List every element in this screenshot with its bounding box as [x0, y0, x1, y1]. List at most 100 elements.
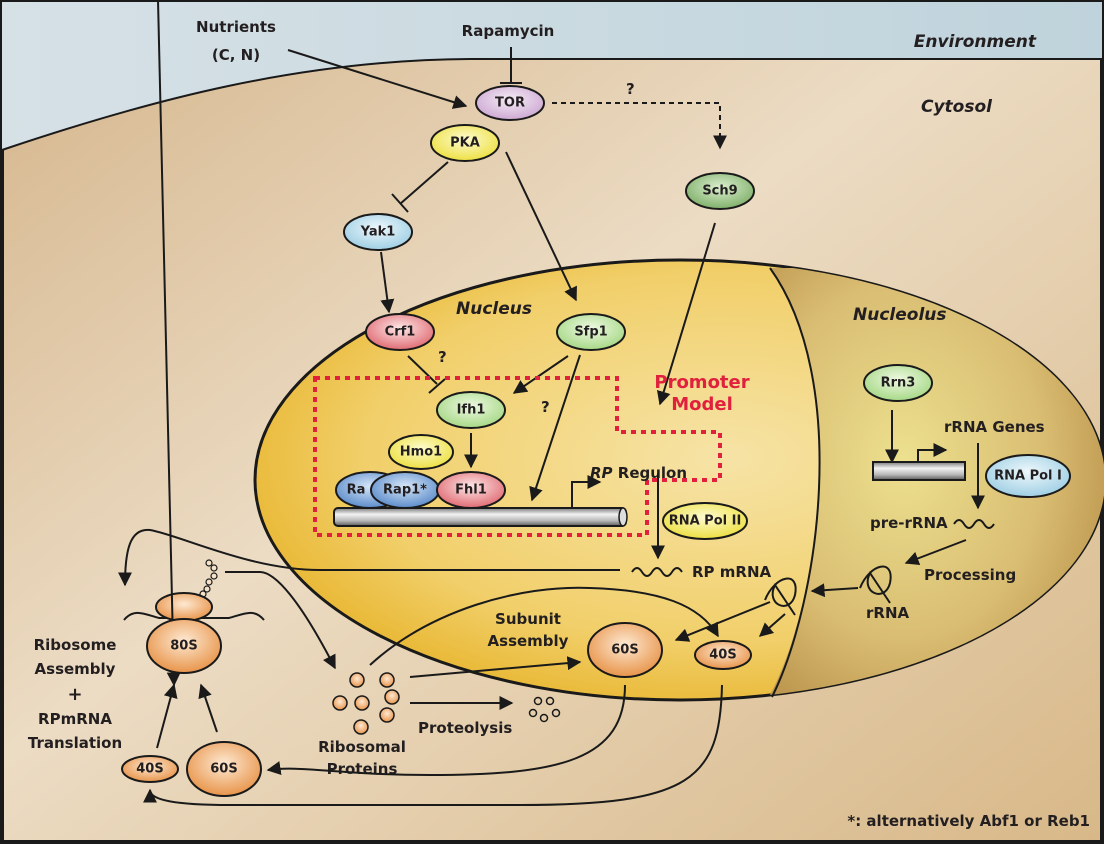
- edge-sch9-rp-regulon: [656, 222, 716, 406]
- edge-60s-export: [266, 684, 626, 777]
- ifh1-shape: [436, 391, 506, 429]
- edge-yak1-crf1: [380, 251, 395, 314]
- edge-40s-80s: [157, 0, 181, 687]
- 40s-cytosol-label: 40S: [136, 762, 163, 777]
- node-80s[interactable]: 80S: [146, 618, 222, 674]
- tor-label: TOR: [495, 96, 525, 111]
- pre-rrna-squiggle: [953, 519, 995, 529]
- tor-shape: [475, 85, 545, 121]
- rp-transcription-start-arrow: [571, 475, 602, 508]
- node-fhl1[interactable]: Fhl1: [436, 471, 506, 509]
- rp-regulon-rest: Regulon: [613, 464, 688, 482]
- proteolysis-label: Proteolysis: [418, 719, 512, 737]
- 40s-nucleus-shape: [694, 640, 752, 670]
- edge-rrna-40s: [758, 613, 786, 637]
- node-sfp1[interactable]: Sfp1: [556, 313, 626, 351]
- nutrients-sublabel: (C, N): [212, 46, 260, 64]
- edge-proteins-60s: [409, 656, 582, 678]
- edge-tor-sch9-dashed: [552, 102, 727, 150]
- fhl1-shape: [436, 471, 506, 509]
- edge-60s-80s: [198, 683, 218, 733]
- rp-regulon-italic: RP: [590, 464, 613, 482]
- edge-sfp1-promoter: [529, 354, 581, 502]
- inhibit-bar-ifh1: [428, 378, 446, 394]
- edge-pka-sfp1: [505, 151, 577, 302]
- rap1-label: Rap1*: [383, 483, 427, 498]
- promoter-model-box: [313, 376, 722, 537]
- ribosomal-proteins-cluster: [332, 672, 400, 735]
- environment-region: [2, 2, 1102, 150]
- rrn3-label: Rrn3: [881, 376, 916, 391]
- sfp1-label: Sfp1: [574, 325, 607, 340]
- ribosome-assembly-label: Ribosome: [34, 636, 117, 654]
- question-sfp1: ?: [541, 398, 550, 416]
- ribosome-small-subunit: [155, 592, 213, 622]
- nucleolus-boundary: [769, 267, 821, 698]
- nucleolus-label: Nucleolus: [853, 305, 947, 325]
- node-crf1[interactable]: Crf1: [365, 313, 435, 351]
- rrn3-shape: [863, 364, 933, 402]
- ifh1-label: Ifh1: [457, 403, 486, 418]
- fhl1-label: Fhl1: [455, 483, 487, 498]
- node-60s-cytosol[interactable]: 60S: [186, 741, 262, 797]
- rp-gene-dna-end: [618, 507, 628, 527]
- edge-mrna-ribosome: [118, 528, 620, 587]
- ribosome-assembly-plus: +: [67, 684, 82, 705]
- 60s-nucleus-label: 60S: [611, 643, 638, 658]
- node-rna-pol-i[interactable]: RNA Pol I: [985, 454, 1071, 498]
- rna-pol-ii-shape: [662, 502, 748, 540]
- node-40s-nucleus[interactable]: 40S: [694, 640, 752, 670]
- sch9-label: Sch9: [702, 184, 737, 199]
- edge-pka-yak1: [399, 161, 449, 205]
- node-hmo1[interactable]: Hmo1: [388, 434, 454, 470]
- sch9-shape: [685, 172, 755, 210]
- footnote: *: alternatively Abf1 or Reb1: [847, 812, 1090, 830]
- processing-label: Processing: [924, 566, 1016, 584]
- crf1-label: Crf1: [385, 325, 416, 340]
- ribosome-assembly-sublabel: Assembly: [35, 660, 116, 678]
- nucleus-label: Nucleus: [456, 299, 532, 319]
- pka-label: PKA: [450, 136, 480, 151]
- rrna-label: rRNA: [866, 604, 910, 622]
- node-ifh1[interactable]: Ifh1: [436, 391, 506, 429]
- rna-pol-i-label: RNA Pol I: [994, 469, 1062, 484]
- node-rna-pol-ii[interactable]: RNA Pol II: [662, 502, 748, 540]
- rp-mrna-squiggle: [631, 567, 683, 577]
- pka-shape: [430, 124, 500, 162]
- sfp1-shape: [556, 313, 626, 351]
- ribosomal-proteins-label: Ribosomal: [318, 738, 406, 756]
- edge-prerrna-processing: [904, 539, 967, 566]
- degraded-peptides-icon: [528, 696, 561, 723]
- edge-sfp1-ifh1: [512, 355, 569, 394]
- rap1-back-label: Ra: [347, 483, 366, 498]
- edge-nutrients-tor: [287, 49, 468, 109]
- ribosome-assembly-rpmrna: RPmRNA: [38, 710, 112, 728]
- rp-mrna-label: RP mRNA: [692, 563, 772, 581]
- edge-proteins-40s: [369, 586, 719, 666]
- rapamycin-label: Rapamycin: [462, 22, 555, 40]
- node-sch9[interactable]: Sch9: [685, 172, 755, 210]
- node-pka[interactable]: PKA: [430, 124, 500, 162]
- subunit-assembly-label: Subunit: [495, 610, 561, 628]
- nascent-peptide-chain: [199, 559, 218, 598]
- rrna-fold-icon: [859, 565, 892, 604]
- node-tor[interactable]: TOR: [475, 85, 545, 121]
- rrna-gene-dna: [872, 461, 966, 481]
- ribosome-assembly-translation: Translation: [28, 734, 122, 752]
- edge-40s-80s-line: [156, 683, 178, 749]
- cell-membrane: [1, 58, 1102, 151]
- rna-pol-i-shape: [985, 454, 1071, 498]
- node-yak1[interactable]: Yak1: [343, 213, 413, 251]
- node-60s-nucleus[interactable]: 60S: [587, 622, 663, 678]
- promoter-model-sublabel: Model: [671, 394, 733, 415]
- rrna-genes-label: rRNA Genes: [944, 418, 1045, 436]
- node-40s-cytosol[interactable]: 40S: [121, 755, 179, 783]
- node-rrn3[interactable]: Rrn3: [863, 364, 933, 402]
- 40s-nucleus-label: 40S: [709, 648, 736, 663]
- 60s-nucleus-shape: [587, 622, 663, 678]
- 80s-label: 80S: [170, 639, 197, 654]
- node-rap1[interactable]: Rap1*: [370, 471, 440, 509]
- edge-crf1-ifh1: [407, 355, 438, 385]
- cytosol-label: Cytosol: [921, 97, 993, 117]
